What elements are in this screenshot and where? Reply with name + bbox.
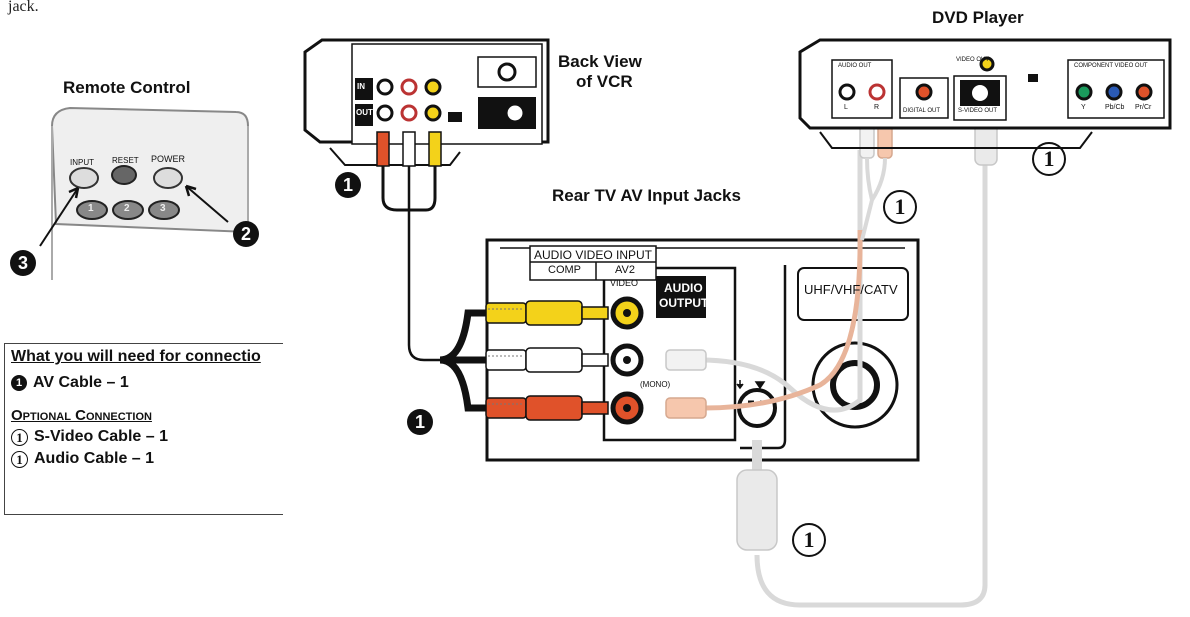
rear-tv-heading: Rear TV AV Input Jacks	[552, 186, 741, 205]
callout-2-power: 2	[233, 221, 259, 247]
component-pb-label: Pb/Cb	[1105, 104, 1125, 111]
callout-optional-svideo: 1	[792, 523, 826, 557]
remote-input-label: INPUT	[70, 158, 94, 167]
component-pr-label: Pr/Cr	[1135, 104, 1152, 111]
video-out-label: VIDEO OUT	[956, 57, 990, 63]
needs-av-cable-label: AV Cable – 1	[33, 374, 129, 391]
dvd-back-panel	[798, 38, 1172, 149]
callout-optional-dvd: 1	[1032, 142, 1066, 176]
audio-video-input-label: AUDIO VIDEO INPUT	[534, 248, 653, 262]
callout-3-input: 3	[10, 250, 36, 276]
tv-av-plugs	[485, 300, 609, 421]
intro-fragment: jack.	[8, 0, 39, 15]
needs-av-cable-bullet: 1	[11, 375, 27, 391]
audio-out-r-label: R	[874, 104, 880, 111]
mono-label: (MONO)	[640, 380, 671, 389]
needs-title: What you will need for connectio	[11, 348, 261, 365]
remote-button-3: 3	[160, 203, 166, 214]
needs-av-cable: 1 AV Cable – 1	[11, 374, 129, 392]
audio-output-label-line2: OUTPUT	[659, 296, 709, 310]
audio-out-label: AUDIO OUT	[838, 63, 872, 69]
vcr-back-panel	[303, 38, 550, 166]
remote-button-1: 1	[88, 203, 94, 214]
dvd-player-heading: DVD Player	[932, 8, 1024, 27]
remote-power-label: POWER	[151, 154, 186, 164]
digital-out-label: DIGITAL OUT	[903, 108, 941, 114]
vcr-in-label: IN	[357, 82, 365, 91]
needs-audio-label: Audio Cable – 1	[34, 450, 155, 467]
callout-optional-audio: 1	[883, 190, 917, 224]
callout-1-tv: 1	[407, 409, 433, 435]
audio-out-l-label: L	[844, 104, 848, 111]
audio-output-label-line1: AUDIO	[664, 281, 703, 295]
back-view-heading-line1: Back View	[558, 52, 642, 71]
comp-label: COMP	[548, 264, 581, 276]
remote-control-heading: Remote Control	[63, 78, 191, 97]
needs-svideo-label: S-Video Cable – 1	[34, 428, 168, 445]
callout-1-vcr: 1	[335, 172, 361, 198]
needs-svideo-cable: 1 S-Video Cable – 1	[11, 428, 168, 446]
back-view-heading-line2: of VCR	[576, 72, 633, 91]
svideo-out-label: S-VIDEO OUT	[958, 108, 998, 114]
needs-svideo-bullet: 1	[11, 428, 28, 446]
video-label: VIDEO	[610, 278, 639, 288]
vcr-out-label: OUT	[356, 108, 373, 117]
component-y-label: Y	[1081, 104, 1086, 111]
remote-control	[39, 106, 249, 280]
needs-audio-bullet: 1	[11, 450, 28, 468]
uhf-vhf-catv-label: UHF/VHF/CATV	[804, 282, 898, 297]
component-video-out-label: COMPONENT VIDEO OUT	[1074, 63, 1148, 69]
remote-reset-label: RESET	[112, 156, 139, 165]
remote-button-2: 2	[124, 203, 130, 214]
vcr-cables	[376, 131, 488, 412]
needs-audio-cable: 1 Audio Cable – 1	[11, 450, 154, 468]
av2-label: AV2	[615, 264, 635, 276]
needs-box: What you will need for connectio 1 AV Ca…	[4, 343, 283, 515]
needs-optional-title: Optional Connection	[11, 407, 152, 424]
